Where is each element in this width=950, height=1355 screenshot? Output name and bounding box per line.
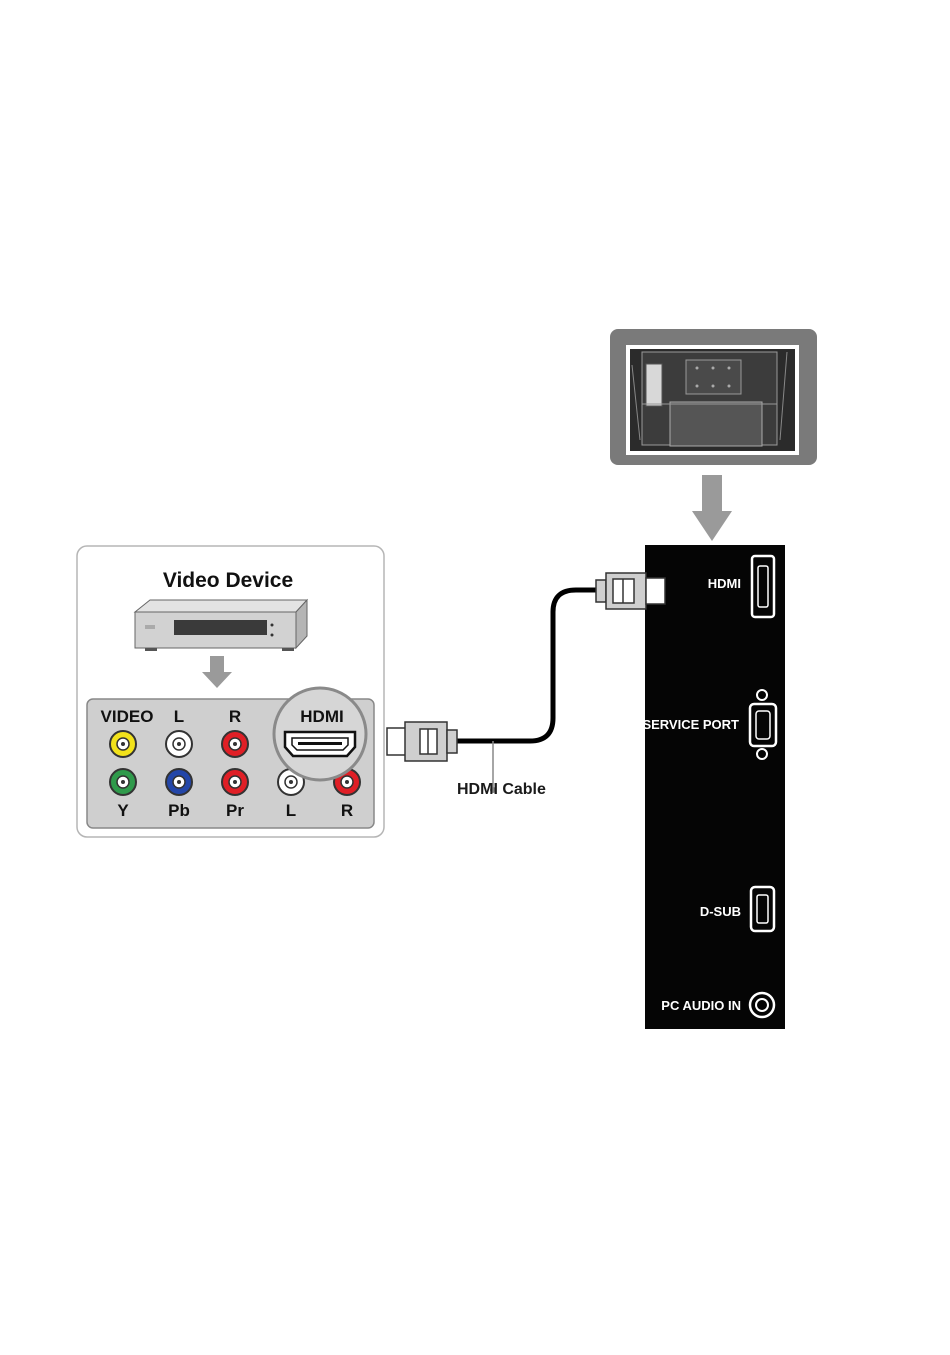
port-label-dsub: D-SUB	[700, 904, 741, 919]
panel-label-video: VIDEO	[101, 707, 154, 726]
monitor-rear-view	[610, 329, 817, 465]
panel-label-pr: Pr	[226, 801, 244, 820]
monitor-port-panel: HDMI SERVICE PORT D-SUB PC AUDIO IN	[642, 545, 785, 1029]
hdmi-plug-right-icon	[596, 573, 665, 609]
jack-y-green-icon	[110, 769, 136, 795]
port-label-hdmi: HDMI	[708, 576, 741, 591]
jack-audio-l-white-icon	[166, 731, 192, 757]
panel-label-l-bottom: L	[286, 801, 296, 820]
video-device-title: Video Device	[163, 569, 293, 592]
jack-audio-r-red-icon	[222, 731, 248, 757]
panel-label-r-top: R	[229, 707, 241, 726]
hdmi-plug-left-icon	[387, 722, 457, 761]
jack-video-yellow-icon	[110, 731, 136, 757]
dsub-port-icon	[751, 887, 774, 931]
video-player-icon	[135, 600, 307, 651]
panel-label-l-top: L	[174, 707, 184, 726]
port-label-service: SERVICE PORT	[642, 717, 739, 732]
hdmi-cable-label: HDMI Cable	[457, 781, 546, 798]
panel-label-y: Y	[117, 801, 129, 820]
panel-label-pb: Pb	[168, 801, 190, 820]
panel-label-r-bottom: R	[341, 801, 353, 820]
jack-pb-blue-icon	[166, 769, 192, 795]
port-label-audio: PC AUDIO IN	[661, 998, 741, 1013]
hdmi-port-icon	[752, 556, 774, 617]
hdmi-socket-icon	[285, 732, 355, 756]
hdmi-cable	[455, 590, 600, 793]
panel-label-hdmi: HDMI	[300, 707, 343, 726]
down-arrow-icon	[692, 475, 732, 541]
jack-pr-red-icon	[222, 769, 248, 795]
